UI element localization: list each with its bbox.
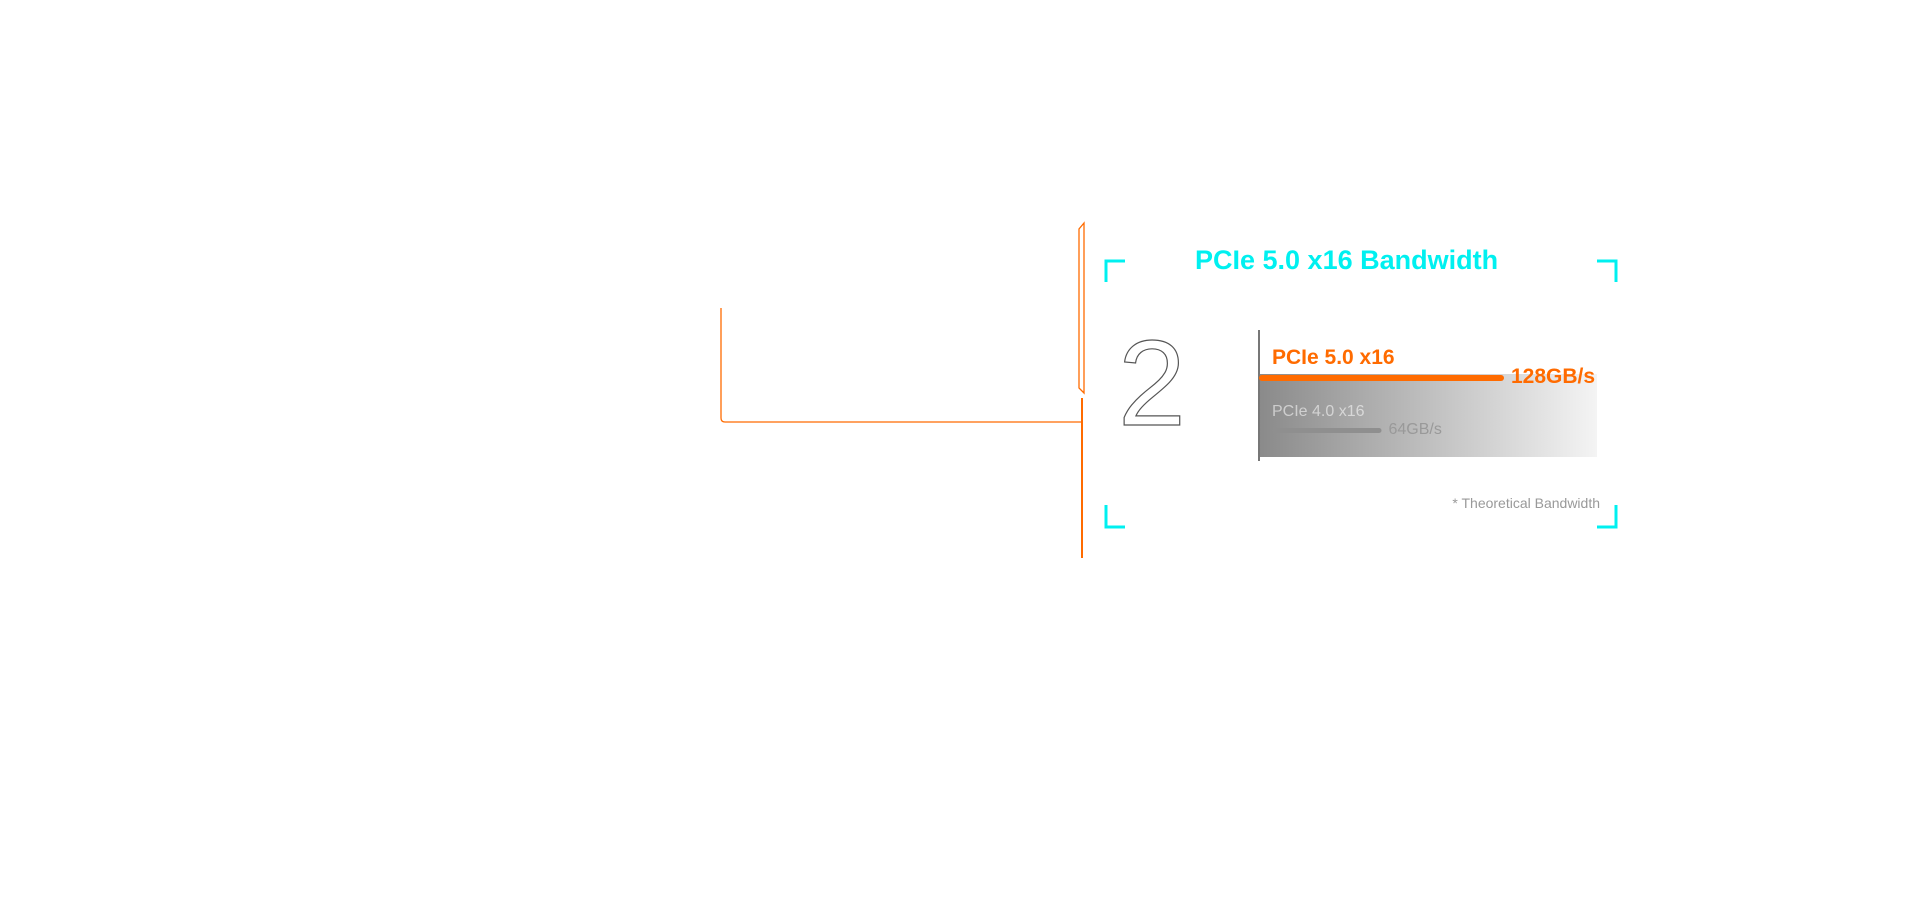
connector-line (720, 308, 1082, 423)
bar-value-1: 128GB/s (1511, 364, 1596, 388)
chart-background (1259, 374, 1597, 457)
bar-2 (1272, 428, 1382, 433)
bar-label-2: PCIe 4.0 x16 (1272, 403, 1365, 420)
corner-bracket-tr (1597, 259, 1618, 282)
section-number-text: 2 (1118, 317, 1186, 437)
corner-bracket-tl (1104, 259, 1125, 282)
upper-bracket (1078, 221, 1085, 395)
corner-bracket-bl (1104, 505, 1125, 529)
bar-value-2: 64GB/s (1388, 420, 1442, 438)
corner-bracket-br (1597, 505, 1618, 529)
bar-1 (1259, 375, 1504, 381)
bar-label-1: PCIe 5.0 x16 (1272, 346, 1395, 369)
section-number: 2 (1117, 317, 1186, 437)
chart-title: PCIe 5.0 x16 Bandwidth (1195, 245, 1499, 275)
footnote: * Theoretical Bandwidth (1452, 495, 1600, 511)
